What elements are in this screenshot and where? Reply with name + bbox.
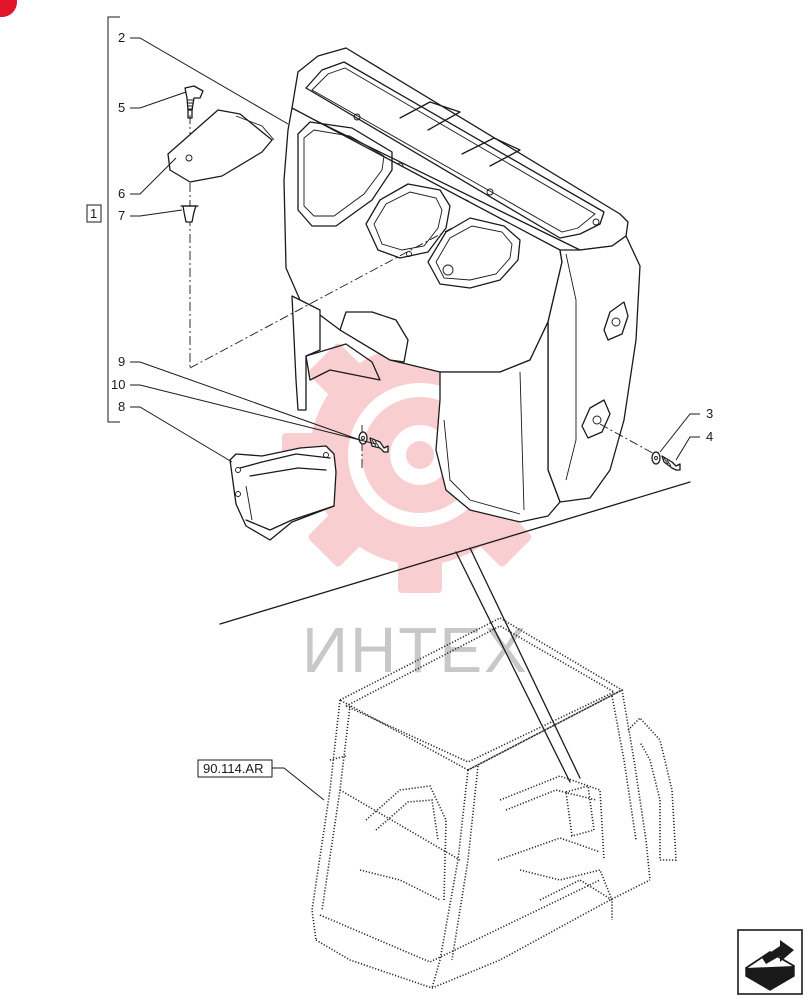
callout-8: 8: [118, 399, 125, 414]
reference-leader: [272, 767, 325, 801]
callout-1: 1: [90, 206, 97, 221]
red-corner-badge-icon: [0, 0, 17, 17]
reference-label[interactable]: 90.114.AR: [197, 759, 273, 778]
callout-10: 10: [111, 377, 125, 392]
cover-plate-part-6: [167, 109, 275, 183]
reference-label-text: 90.114.AR: [203, 761, 263, 776]
clip-part-7: [180, 205, 199, 223]
screw-part-5: [184, 85, 204, 119]
callout-1-box: [86, 204, 102, 223]
assembly-bracket-line: [107, 16, 120, 423]
callout-7: 7: [118, 208, 125, 223]
bolt-part-9: [369, 437, 389, 453]
bolt-part-4: [661, 455, 681, 471]
callout-4: 4: [706, 429, 713, 444]
detail-view-lines: [219, 481, 691, 783]
bracket-part-8: [229, 445, 337, 541]
callout-2: 2: [118, 30, 125, 45]
callout-6: 6: [118, 186, 125, 201]
air-duct-housing: [283, 47, 641, 523]
callout-9: 9: [118, 354, 125, 369]
washer-part-3: [651, 451, 661, 465]
washer-part-10: [358, 431, 368, 445]
callout-3: 3: [706, 406, 713, 421]
watermark-text: ИНТЕХ: [302, 614, 529, 686]
cab-overview: [311, 617, 677, 989]
callout-5: 5: [118, 100, 125, 115]
next-page-arrow-icon[interactable]: [737, 929, 803, 995]
callout-leaders: [130, 37, 700, 463]
